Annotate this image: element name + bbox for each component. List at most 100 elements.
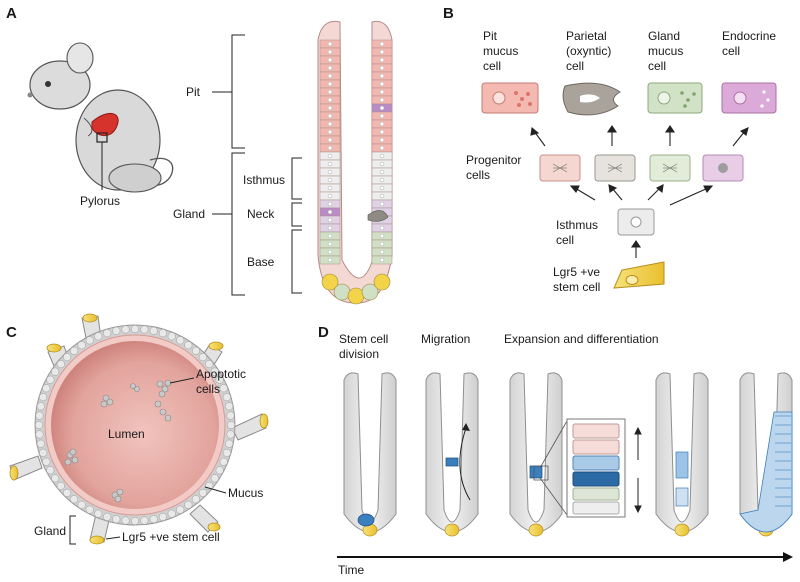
- mitotic-spindles: [552, 163, 678, 173]
- epithelial-cell: [226, 420, 236, 430]
- mouse-eye: [45, 81, 51, 87]
- epithelial-cell: [191, 346, 200, 355]
- epithelial-cell: [103, 329, 112, 338]
- cell-nucleus: [327, 217, 333, 223]
- zoom-cell-pit: [572, 439, 620, 455]
- granule: [692, 92, 696, 96]
- parietal-cell-in-gland: [367, 210, 389, 222]
- gland-cells: [319, 39, 393, 305]
- granule: [514, 91, 518, 95]
- epithelial-cell: [121, 516, 130, 525]
- gland-tube: [509, 372, 563, 533]
- migrating-labelled-cell: [445, 457, 459, 467]
- time-arrowhead: [783, 552, 793, 562]
- pylorus-label: Pylorus: [80, 194, 120, 208]
- pit-mucus-line1: Pit: [483, 29, 498, 43]
- mucus-label: Mucus: [228, 486, 263, 500]
- c-stem-leader: [105, 536, 121, 540]
- epithelial-cell: [140, 325, 149, 334]
- cell-nucleus: [379, 137, 385, 143]
- epithelial-cell: [94, 509, 103, 518]
- pit-mucus-cell-body: [481, 82, 539, 114]
- cell-nucleus: [379, 241, 385, 247]
- stage2-label: Migration: [421, 332, 470, 346]
- cell-nucleus: [327, 225, 333, 231]
- cell-nucleus: [379, 161, 385, 167]
- epithelial-cell: [130, 516, 140, 526]
- parietal-canaliculus: [580, 94, 600, 103]
- gland-mucus-line2: mucus: [648, 44, 683, 58]
- cell-nucleus: [327, 193, 333, 199]
- epithelial-cell: [36, 402, 45, 411]
- base-cell: [347, 287, 365, 305]
- lgr5-stem-cell: [613, 261, 665, 289]
- zoom-line-bottom: [539, 477, 568, 516]
- granule: [680, 91, 684, 95]
- c-stem-label: Lgr5 +ve stem cell: [122, 530, 220, 544]
- gland-tube: [425, 372, 479, 533]
- gland-mucus-nucleus: [657, 91, 671, 105]
- cell-nucleus: [379, 73, 385, 79]
- base-cell: [321, 273, 339, 291]
- cell-nucleus: [327, 161, 333, 167]
- time-label: Time: [338, 563, 365, 577]
- epithelial-cell: [39, 393, 48, 402]
- stomach-icon: [91, 113, 119, 136]
- stem-cell-tip: [9, 465, 19, 481]
- isthmus-cell-label-line1: Isthmus: [556, 218, 598, 232]
- stem-cell-label-line2: stem cell: [553, 280, 600, 294]
- endocrine-cell-body: [721, 82, 777, 114]
- cell-nucleus: [327, 249, 333, 255]
- parietal-line2: (oxyntic): [566, 44, 611, 58]
- gland-mucus-cell: [647, 82, 703, 114]
- granule: [766, 98, 770, 102]
- epithelial-cell: [63, 353, 72, 362]
- epithelial-cell: [34, 420, 44, 430]
- cell-nucleus: [379, 249, 385, 255]
- cell-nucleus: [379, 185, 385, 191]
- stem-cell-nucleus: [625, 275, 639, 285]
- epithelial-cell: [42, 457, 51, 466]
- cell-nucleus: [327, 153, 333, 159]
- lineage-tracing-glands: [343, 372, 793, 537]
- mouse-illustration: [27, 42, 174, 193]
- progenitor-label-line1: Progenitor: [466, 153, 521, 167]
- epithelial-cell: [225, 439, 234, 448]
- epithelial-cell: [94, 332, 103, 341]
- cell-nucleus: [327, 241, 333, 247]
- panel-d-letter: D: [318, 324, 329, 341]
- epithelial-cell: [219, 384, 228, 393]
- panel-a: A Pylorus Pit Gland Isthmu: [6, 5, 393, 305]
- cell-nucleus: [379, 177, 385, 183]
- epithelial-cell: [215, 466, 224, 475]
- epithelial-cell: [63, 488, 72, 497]
- epithelial-cell: [222, 393, 231, 402]
- gland-right: [231, 413, 267, 441]
- epithelial-cell: [158, 329, 167, 338]
- cell-nucleus: [379, 113, 385, 119]
- cell-nucleus: [379, 129, 385, 135]
- epithelial-cell: [36, 439, 45, 448]
- epithelial-cell: [130, 324, 140, 334]
- cell-nucleus: [379, 169, 385, 175]
- cell-nucleus: [379, 257, 385, 263]
- granule: [520, 97, 524, 101]
- granule: [683, 104, 687, 108]
- c-gland-bracket: [69, 515, 76, 545]
- epithelial-cell: [149, 326, 158, 335]
- cell-nucleus: [327, 121, 333, 127]
- epithelial-cell: [46, 466, 55, 475]
- cell-nucleus: [327, 73, 333, 79]
- apoptotic-cluster: [111, 488, 124, 503]
- epithelial-cell: [121, 325, 130, 334]
- lumen-label: Lumen: [108, 427, 145, 441]
- panel-b: B Pit mucus cell Parietal (oxyntic) cell…: [443, 5, 777, 294]
- lineage-gland-stage: [509, 372, 563, 537]
- isthmus-cell-label-line2: cell: [556, 233, 574, 247]
- zoom-line-top: [539, 420, 568, 469]
- epithelial-cell-ring: [34, 324, 236, 526]
- migration-arrowhead: [462, 423, 470, 431]
- epithelial-cell: [85, 505, 94, 514]
- cell-nucleus: [379, 233, 385, 239]
